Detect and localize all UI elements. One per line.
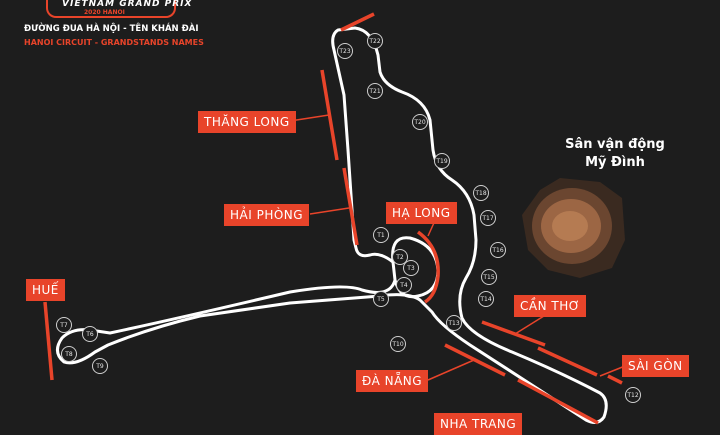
- turn-marker-t14: T14: [478, 291, 494, 307]
- track-inner-line: [343, 46, 464, 316]
- turn-marker-t21: T21: [367, 83, 383, 99]
- stadium-icon: [522, 178, 625, 278]
- turn-marker-t4: T4: [396, 277, 412, 293]
- grandstand-hue: HUẾ: [26, 279, 65, 301]
- turn-marker-t17: T17: [480, 210, 496, 226]
- turn-marker-t1: T1: [373, 227, 389, 243]
- turn-label: T12: [626, 392, 638, 399]
- turn-label: T22: [368, 38, 380, 45]
- turn-marker-t19: T19: [434, 153, 450, 169]
- turn-marker-t12: T12: [625, 387, 641, 403]
- stadium-label-line2: Mỹ Đình: [585, 155, 645, 170]
- turn-label: T13: [447, 320, 459, 327]
- turn-label: T2: [395, 254, 404, 261]
- turn-marker-t3: T3: [403, 260, 419, 276]
- turn-label: T19: [435, 158, 447, 165]
- turn-label: T4: [399, 282, 408, 289]
- turn-marker-t13: T13: [446, 315, 462, 331]
- turn-label: T10: [391, 341, 403, 348]
- turn-label: T3: [406, 265, 415, 272]
- turn-marker-t6: T6: [82, 326, 98, 342]
- turn-marker-t10: T10: [390, 336, 406, 352]
- turn-marker-t20: T20: [412, 114, 428, 130]
- grandstand-can-tho: CẦN THƠ: [514, 295, 587, 317]
- grandstand-thang-long: THĂNG LONG: [198, 111, 296, 133]
- turn-label: T16: [491, 247, 503, 254]
- turn-marker-t15: T15: [481, 269, 497, 285]
- turn-label: T23: [338, 48, 350, 55]
- turn-label: T14: [479, 296, 491, 303]
- grandstand-ha-long: HẠ LONG: [386, 202, 457, 224]
- label-connectors: [289, 114, 626, 381]
- turn-marker-t5: T5: [373, 291, 389, 307]
- turn-label: T8: [64, 351, 73, 358]
- track-outline: [56, 26, 608, 424]
- grandstand-da-nang: ĐÀ NẴNG: [356, 370, 429, 392]
- grandstand-markers: [43, 12, 623, 425]
- brand-logo-text: VIETNAM GRAND PRIX: [62, 0, 193, 9]
- turn-marker-t22: T22: [367, 33, 383, 49]
- turn-label: T17: [481, 215, 493, 222]
- grandstand-hai-phong: HẢI PHÒNG: [224, 204, 310, 226]
- turn-marker-t16: T16: [490, 242, 506, 258]
- turn-marker-t2: T2: [392, 249, 408, 265]
- brand-logo-subtext: 2020 HANOI: [84, 9, 125, 16]
- turn-marker-t8: T8: [61, 346, 77, 362]
- turn-label: T15: [482, 274, 494, 281]
- grandstand-sai-gon: SÀI GÒN: [622, 355, 689, 377]
- turn-marker-t9: T9: [92, 358, 108, 374]
- brand-frame: [46, 0, 176, 18]
- turn-label: T6: [85, 331, 94, 338]
- turn-marker-t23: T23: [337, 43, 353, 59]
- turn-label: T9: [95, 363, 104, 370]
- turn-label: T18: [474, 190, 486, 197]
- stadium-label-line1: Sân vận động: [565, 137, 665, 152]
- turn-label: T7: [59, 322, 68, 329]
- map-title-english: HANOI CIRCUIT - GRANDSTANDS NAMES: [24, 38, 204, 47]
- grandstand-nha-trang: NHA TRANG: [434, 413, 523, 435]
- stadium-label: Sân vận động Mỹ Đình: [560, 136, 670, 172]
- turn-label: T20: [413, 119, 425, 126]
- turn-label: T1: [376, 232, 385, 239]
- turn-marker-t18: T18: [473, 185, 489, 201]
- turn-label: T21: [368, 88, 380, 95]
- turn-label: T5: [376, 296, 385, 303]
- map-title-vietnamese: ĐƯỜNG ĐUA HÀ NỘI - TÊN KHÁN ĐÀI: [24, 24, 199, 34]
- turn-marker-t7: T7: [56, 317, 72, 333]
